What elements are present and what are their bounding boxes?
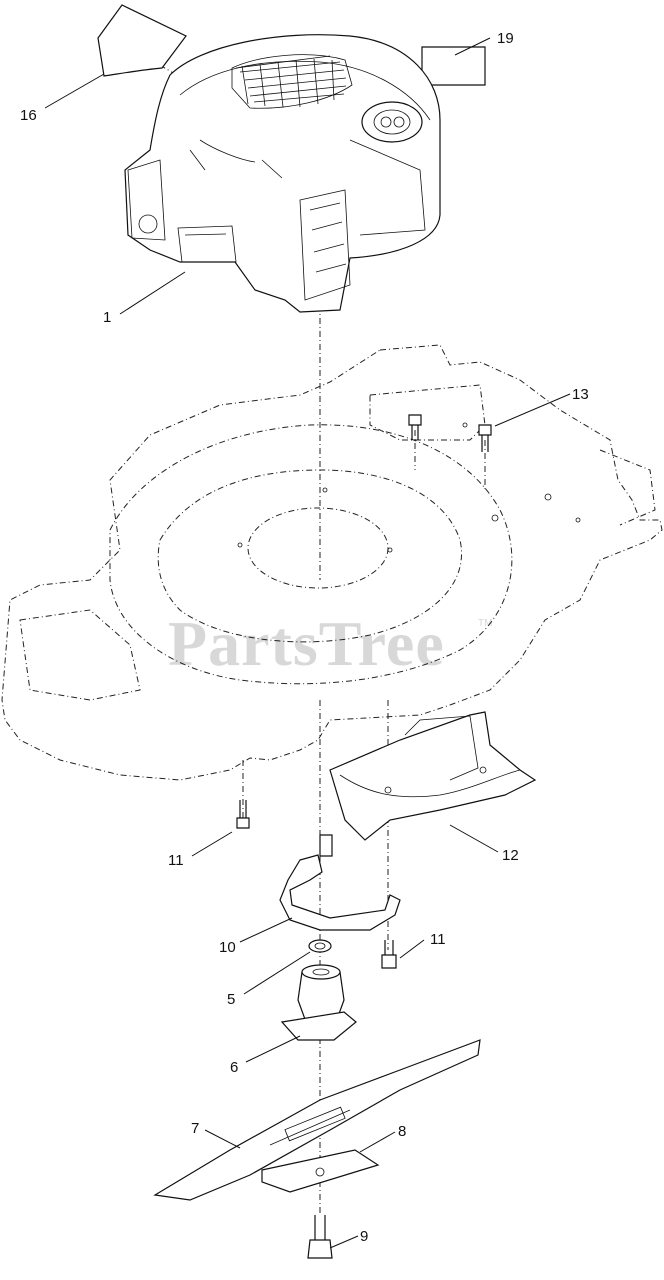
blade-part-7 [153,1039,481,1201]
callout-1: 1 [103,309,111,326]
baffle-part-12 [329,711,537,841]
bracket-part-10 [279,834,401,931]
callout-19: 19 [497,30,514,47]
callout-9: 9 [360,1228,368,1245]
leader-12 [449,824,499,853]
callout-labels: 16 19 1 13 11 12 10 11 5 6 7 8 9 [20,30,589,1245]
leader-13 [494,393,571,427]
leader-6 [245,1035,301,1063]
label-part-19 [421,46,486,86]
bolt-part-11-right [381,940,397,969]
leader-19 [454,37,491,56]
callout-11-left: 11 [168,852,184,869]
leader-11-left [191,831,233,857]
callout-11-right: 11 [430,931,446,948]
callout-7: 7 [191,1120,199,1137]
leader-5 [243,951,311,995]
washer-part-5 [308,939,332,953]
watermark-text: PartsTree [168,608,445,679]
callout-10: 10 [219,939,236,956]
bolt-part-11-left [236,800,250,829]
leader-1 [119,271,186,315]
leader-8 [359,1131,396,1153]
callout-5: 5 [227,991,235,1008]
blade-hub [297,964,345,1023]
leader-7 [204,1129,241,1149]
watermark-trademark: TM [478,618,492,629]
bolt-part-9 [307,1215,333,1259]
leader-11-right [399,939,425,959]
callout-16: 16 [20,107,37,124]
plate-part-6 [280,1011,357,1041]
decal-part-16 [97,4,187,77]
bolt-part-13 [408,414,492,452]
leader-9 [329,1235,359,1249]
engine-part-1 [124,34,441,313]
callout-8: 8 [398,1123,406,1140]
callout-leaders [44,37,571,1249]
callout-6: 6 [230,1059,238,1076]
leader-10 [239,917,293,943]
leader-16 [44,73,105,109]
plate-part-8 [261,1149,380,1193]
watermark: PartsTree TM [168,608,492,679]
callout-13: 13 [572,386,589,403]
callout-12: 12 [502,847,519,864]
mower-deck [1,344,663,781]
